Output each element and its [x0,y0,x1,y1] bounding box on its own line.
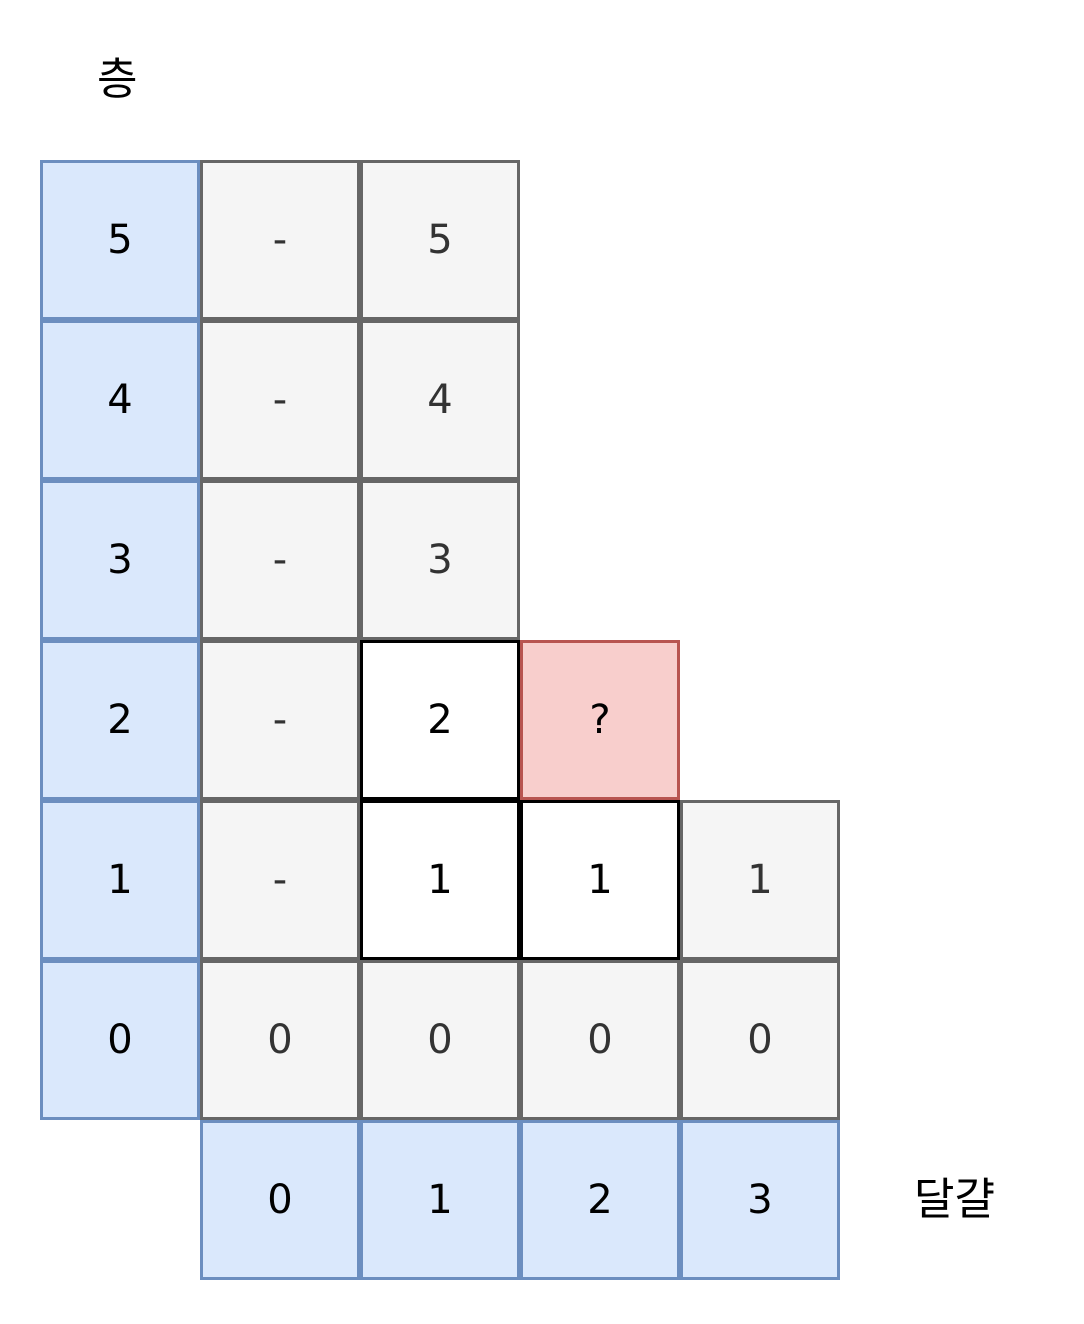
table-cell-f1-e1: 1 [360,800,520,960]
egg-axis-cell-1: 1 [360,1120,520,1280]
egg-axis-cell-3: 3 [680,1120,840,1280]
floor-axis-cell-5: 5 [40,160,200,320]
floor-axis-cell-3: 3 [40,480,200,640]
table-cell-f0-e1: 0 [360,960,520,1120]
floor-axis-cell-1: 1 [40,800,200,960]
floor-axis-cell-2: 2 [40,640,200,800]
table-cell-f4-e1: 4 [360,320,520,480]
egg-axis-cell-0: 0 [200,1120,360,1280]
table-cell-f1-e3: 1 [680,800,840,960]
floor-axis-title: 층 [97,54,138,105]
table-cell-f3-e0: - [200,480,360,640]
table-cell-f2-e1: 2 [360,640,520,800]
table-cell-f4-e0: - [200,320,360,480]
table-cell-f1-e2: 1 [520,800,680,960]
table-cell-f2-e0: - [200,640,360,800]
table-cell-f1-e0: - [200,800,360,960]
floor-axis-cell-0: 0 [40,960,200,1120]
table-cell-f0-e3: 0 [680,960,840,1120]
floor-axis-cell-4: 4 [40,320,200,480]
egg-axis-cell-2: 2 [520,1120,680,1280]
egg-axis-title: 달걀 [914,1174,995,1225]
table-cell-f5-e1: 5 [360,160,520,320]
target-cell-f2-e2: ? [520,640,680,800]
table-cell-f0-e0: 0 [200,960,360,1120]
table-cell-f3-e1: 3 [360,480,520,640]
table-cell-f0-e2: 0 [520,960,680,1120]
table-cell-f5-e0: - [200,160,360,320]
